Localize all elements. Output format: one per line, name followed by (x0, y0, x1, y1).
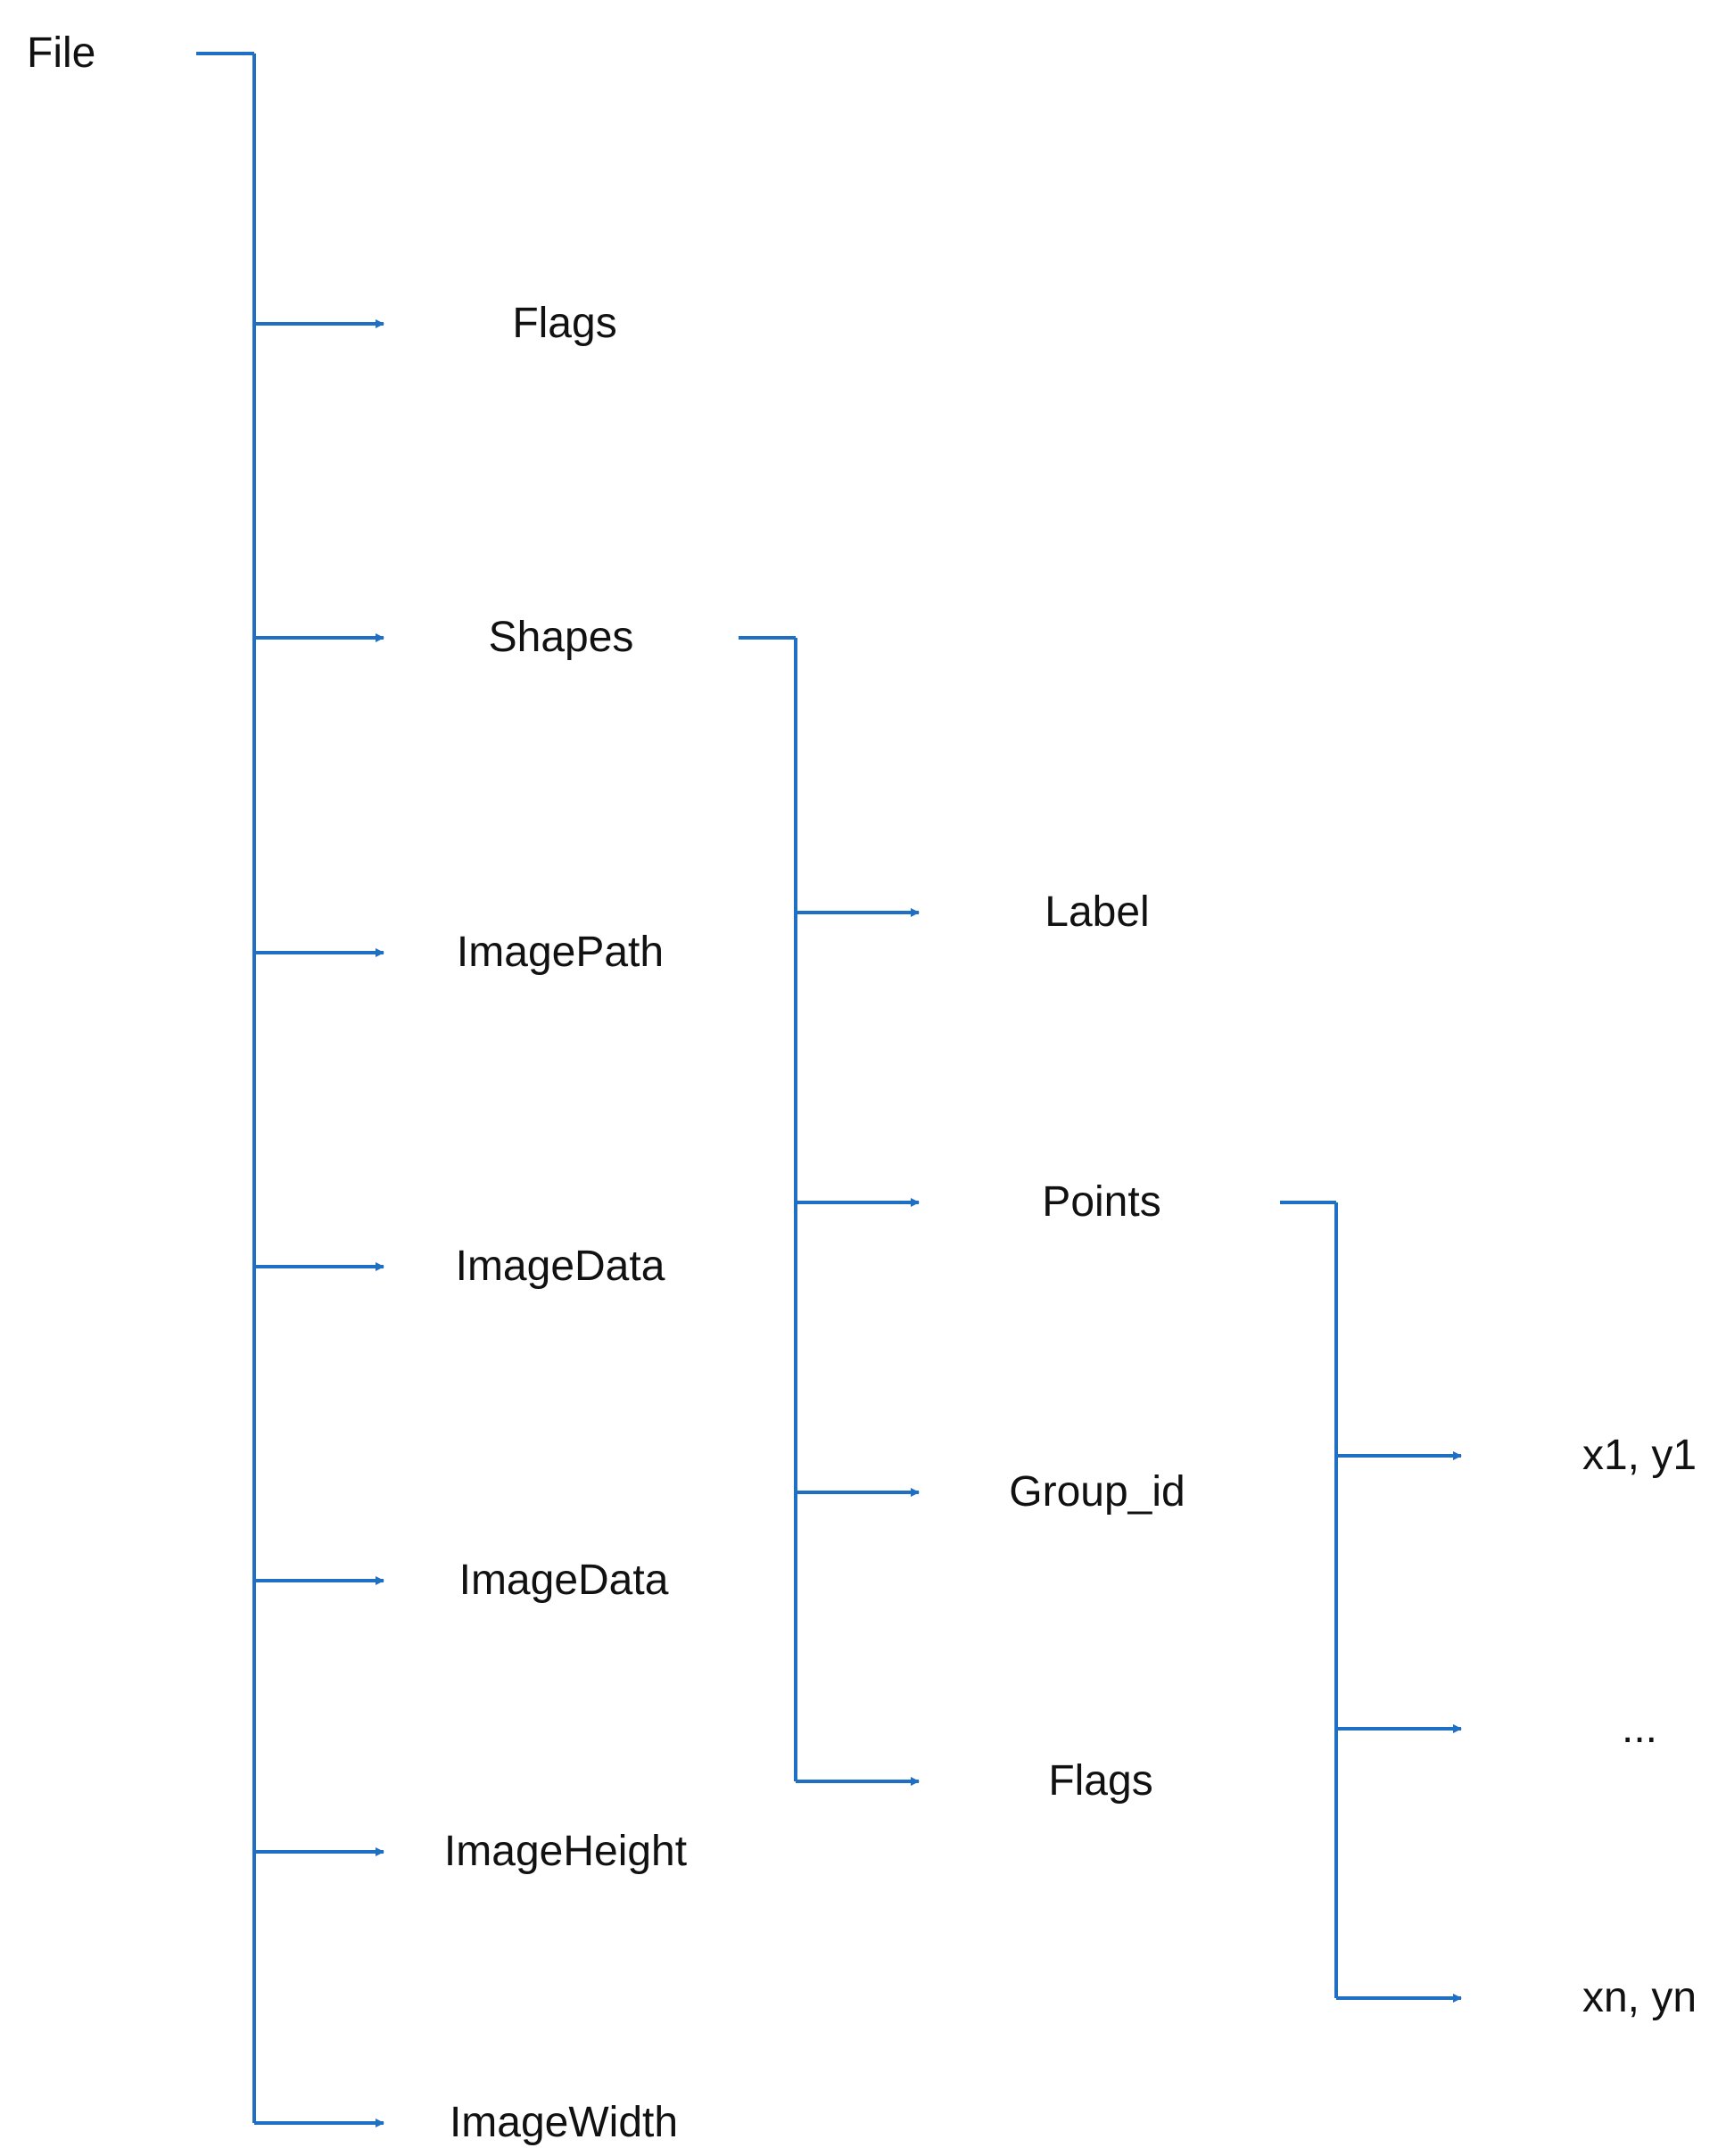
node-label: Label (1045, 888, 1150, 936)
node-point-last: xn, yn (1581, 1974, 1697, 2021)
node-imagedata: ImageData (455, 1243, 665, 1290)
node-imagedata-2: ImageData (458, 1557, 669, 1604)
node-point-ellipsis: ... (1621, 1705, 1658, 1752)
node-point-first: x1, y1 (1581, 1432, 1697, 1479)
node-points: Points (1042, 1178, 1161, 1226)
node-imagewidth: ImageWidth (449, 2099, 679, 2146)
node-imageheight: ImageHeight (443, 1828, 688, 1875)
node-flags: Flags (512, 300, 617, 347)
node-group-id: Group_id (1009, 1468, 1185, 1516)
node-shapes: Shapes (488, 614, 634, 661)
node-file: File (27, 29, 96, 77)
node-imagepath: ImagePath (456, 929, 665, 976)
node-shape-flags: Flags (1048, 1757, 1153, 1805)
